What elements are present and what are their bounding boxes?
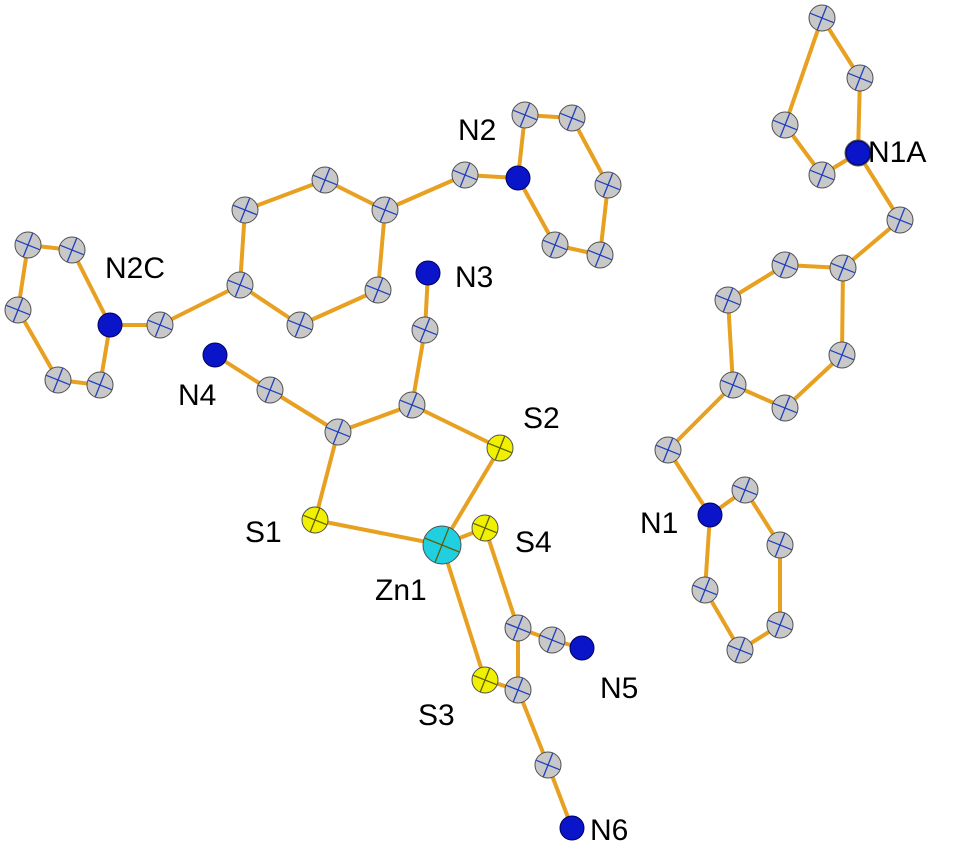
bond-f2-f3 <box>244 178 326 212</box>
bond-S4-i1 <box>483 527 520 629</box>
label-Zn1: Zn1 <box>375 574 427 607</box>
bond-N2C-g1 <box>70 249 112 326</box>
atom-a4 <box>808 161 836 189</box>
atom-N4 <box>202 342 228 368</box>
atom-f6 <box>364 276 392 304</box>
atom-d2 <box>558 104 586 132</box>
bond-Zn1-S3 <box>440 544 487 681</box>
atom-N3 <box>415 260 441 286</box>
label-N1: N1 <box>640 507 678 540</box>
label-N1A: N1A <box>868 136 926 169</box>
atom-b3 <box>771 394 799 422</box>
atom-h2 <box>398 391 426 419</box>
label-N6: N6 <box>590 814 628 847</box>
atom-a5 <box>771 111 799 139</box>
atom-b4 <box>719 371 747 399</box>
label-S4: S4 <box>515 526 552 559</box>
atom-f2 <box>311 166 339 194</box>
atom-h3 <box>324 418 352 446</box>
atom-h4 <box>256 376 284 404</box>
atom-d1 <box>511 101 539 129</box>
atom-b1 <box>829 254 857 282</box>
label-N5: N5 <box>600 672 638 705</box>
bond-f4-e1 <box>159 283 241 327</box>
label-N2C: N2C <box>105 252 165 285</box>
label-N4: N4 <box>178 379 216 412</box>
bond-b4-b5 <box>726 299 735 386</box>
atom-i3 <box>504 676 532 704</box>
atom-N1 <box>697 502 723 528</box>
atom-S3 <box>471 666 499 694</box>
bond-h2-S2 <box>411 403 501 450</box>
bond-a5-a1 <box>783 17 824 126</box>
atom-S2 <box>486 434 514 462</box>
atom-N2 <box>505 165 531 191</box>
atom-b2 <box>828 341 856 369</box>
atom-g2 <box>14 231 42 259</box>
atom-g5 <box>86 371 114 399</box>
atom-c2 <box>766 531 794 559</box>
atom-f3 <box>231 196 259 224</box>
atom-i1 <box>504 614 532 642</box>
atom-h1 <box>411 316 439 344</box>
bond-f5-f6 <box>299 288 379 327</box>
atom-c4 <box>726 636 754 664</box>
atom-d5 <box>541 231 569 259</box>
atom-S4 <box>471 514 499 542</box>
atom-a8 <box>654 436 682 464</box>
atom-f4 <box>226 271 254 299</box>
atom-N2C <box>97 312 123 338</box>
bond-b4-a8 <box>666 383 735 452</box>
atom-Zn1 <box>422 525 462 565</box>
atom-c1 <box>731 476 759 504</box>
atom-N6 <box>559 815 585 841</box>
atom-d3 <box>594 171 622 199</box>
bond-h3-S1 <box>313 431 340 521</box>
label-S1: S1 <box>245 516 282 549</box>
atom-a2 <box>846 64 874 92</box>
atom-a1 <box>808 4 836 32</box>
atom-d4 <box>586 241 614 269</box>
bond-Zn1-S1 <box>314 518 443 547</box>
atom-a7 <box>886 206 914 234</box>
label-N3: N3 <box>455 261 493 294</box>
bond-b1-b2 <box>840 267 845 356</box>
label-S2: S2 <box>523 402 560 435</box>
atom-g1 <box>58 236 86 264</box>
atom-i4 <box>534 751 562 779</box>
atom-b6 <box>771 251 799 279</box>
atom-N1A <box>845 140 871 166</box>
atom-e1 <box>146 311 174 339</box>
atom-i2 <box>538 626 566 654</box>
atom-f5 <box>286 311 314 339</box>
atom-c5 <box>691 576 719 604</box>
bond-e0-f1 <box>384 173 466 212</box>
atom-e0 <box>451 161 479 189</box>
atom-g4 <box>44 366 72 394</box>
atom-S1 <box>301 506 329 534</box>
label-S3: S3 <box>418 699 455 732</box>
label-N2: N2 <box>458 114 496 147</box>
atom-b5 <box>714 286 742 314</box>
atom-N5 <box>569 635 595 661</box>
atom-f1 <box>371 196 399 224</box>
atom-g3 <box>4 296 32 324</box>
atom-c3 <box>766 611 794 639</box>
